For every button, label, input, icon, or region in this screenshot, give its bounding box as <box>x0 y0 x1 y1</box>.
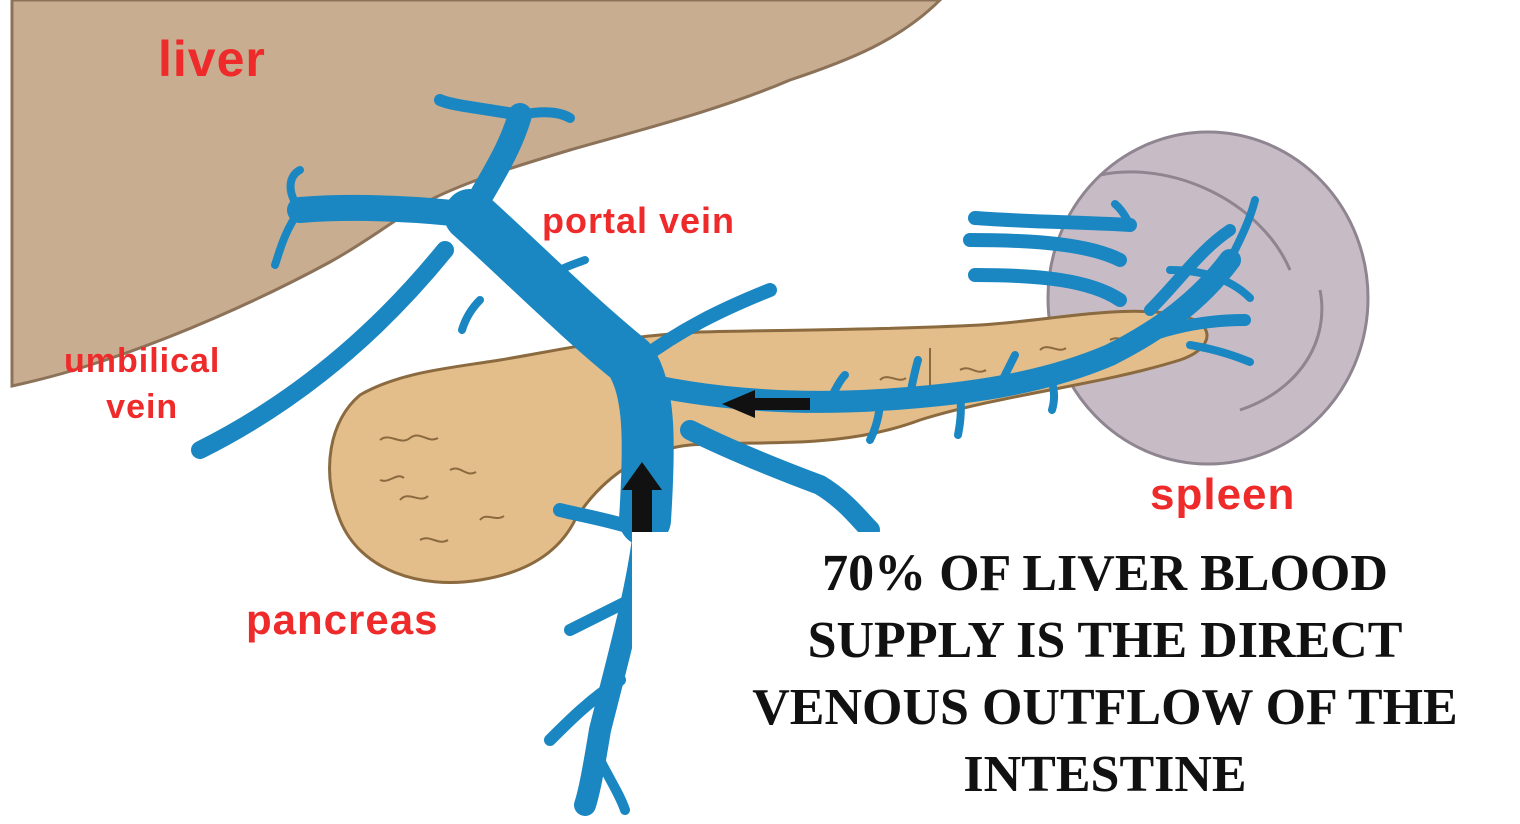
caption-line-4: INTESTINE <box>700 741 1510 808</box>
liver-label: liver <box>158 30 266 88</box>
spleen-label: spleen <box>1150 470 1295 520</box>
caption: 70% OF LIVER BLOOD SUPPLY IS THE DIRECT … <box>700 540 1510 808</box>
caption-line-2: SUPPLY IS THE DIRECT <box>700 607 1510 674</box>
caption-line-1: 70% OF LIVER BLOOD <box>700 540 1510 607</box>
portal-vein-label: portal vein <box>542 200 735 242</box>
umbilical-vein-label-line2: vein <box>64 384 220 430</box>
pancreas-label: pancreas <box>246 596 438 644</box>
umbilical-vein-label-line1: umbilical <box>64 338 220 384</box>
umbilical-vein-label: umbilical vein <box>64 338 220 430</box>
caption-line-3: VENOUS OUTFLOW OF THE <box>700 674 1510 741</box>
